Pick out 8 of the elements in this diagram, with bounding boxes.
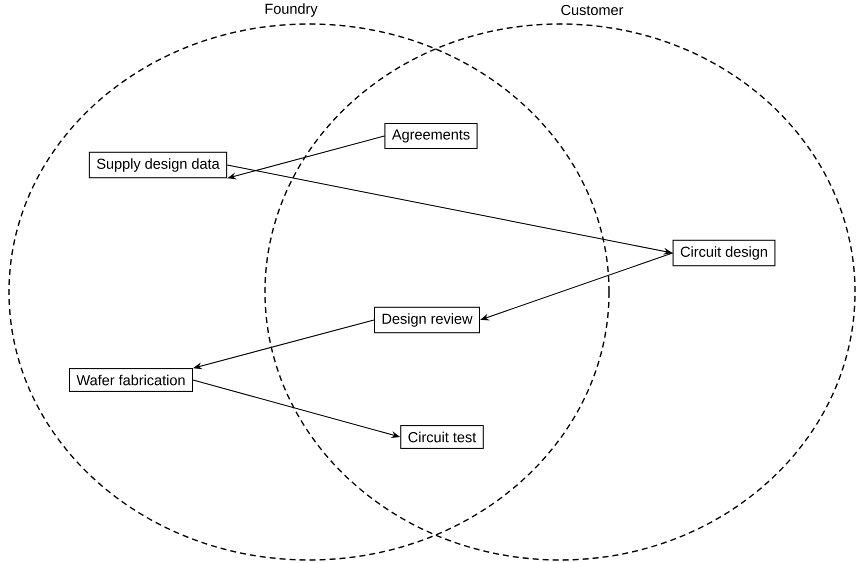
process-box: Wafer fabrication — [68, 368, 194, 392]
process-box: Design review — [374, 306, 480, 334]
process-box: Agreements — [384, 123, 478, 149]
process-box: Circuit design — [672, 240, 776, 266]
process-box: Circuit test — [400, 425, 484, 449]
node-label: Customer — [561, 4, 624, 16]
process-box: Supply design data — [88, 152, 228, 178]
node-label: Foundry — [266, 3, 318, 17]
